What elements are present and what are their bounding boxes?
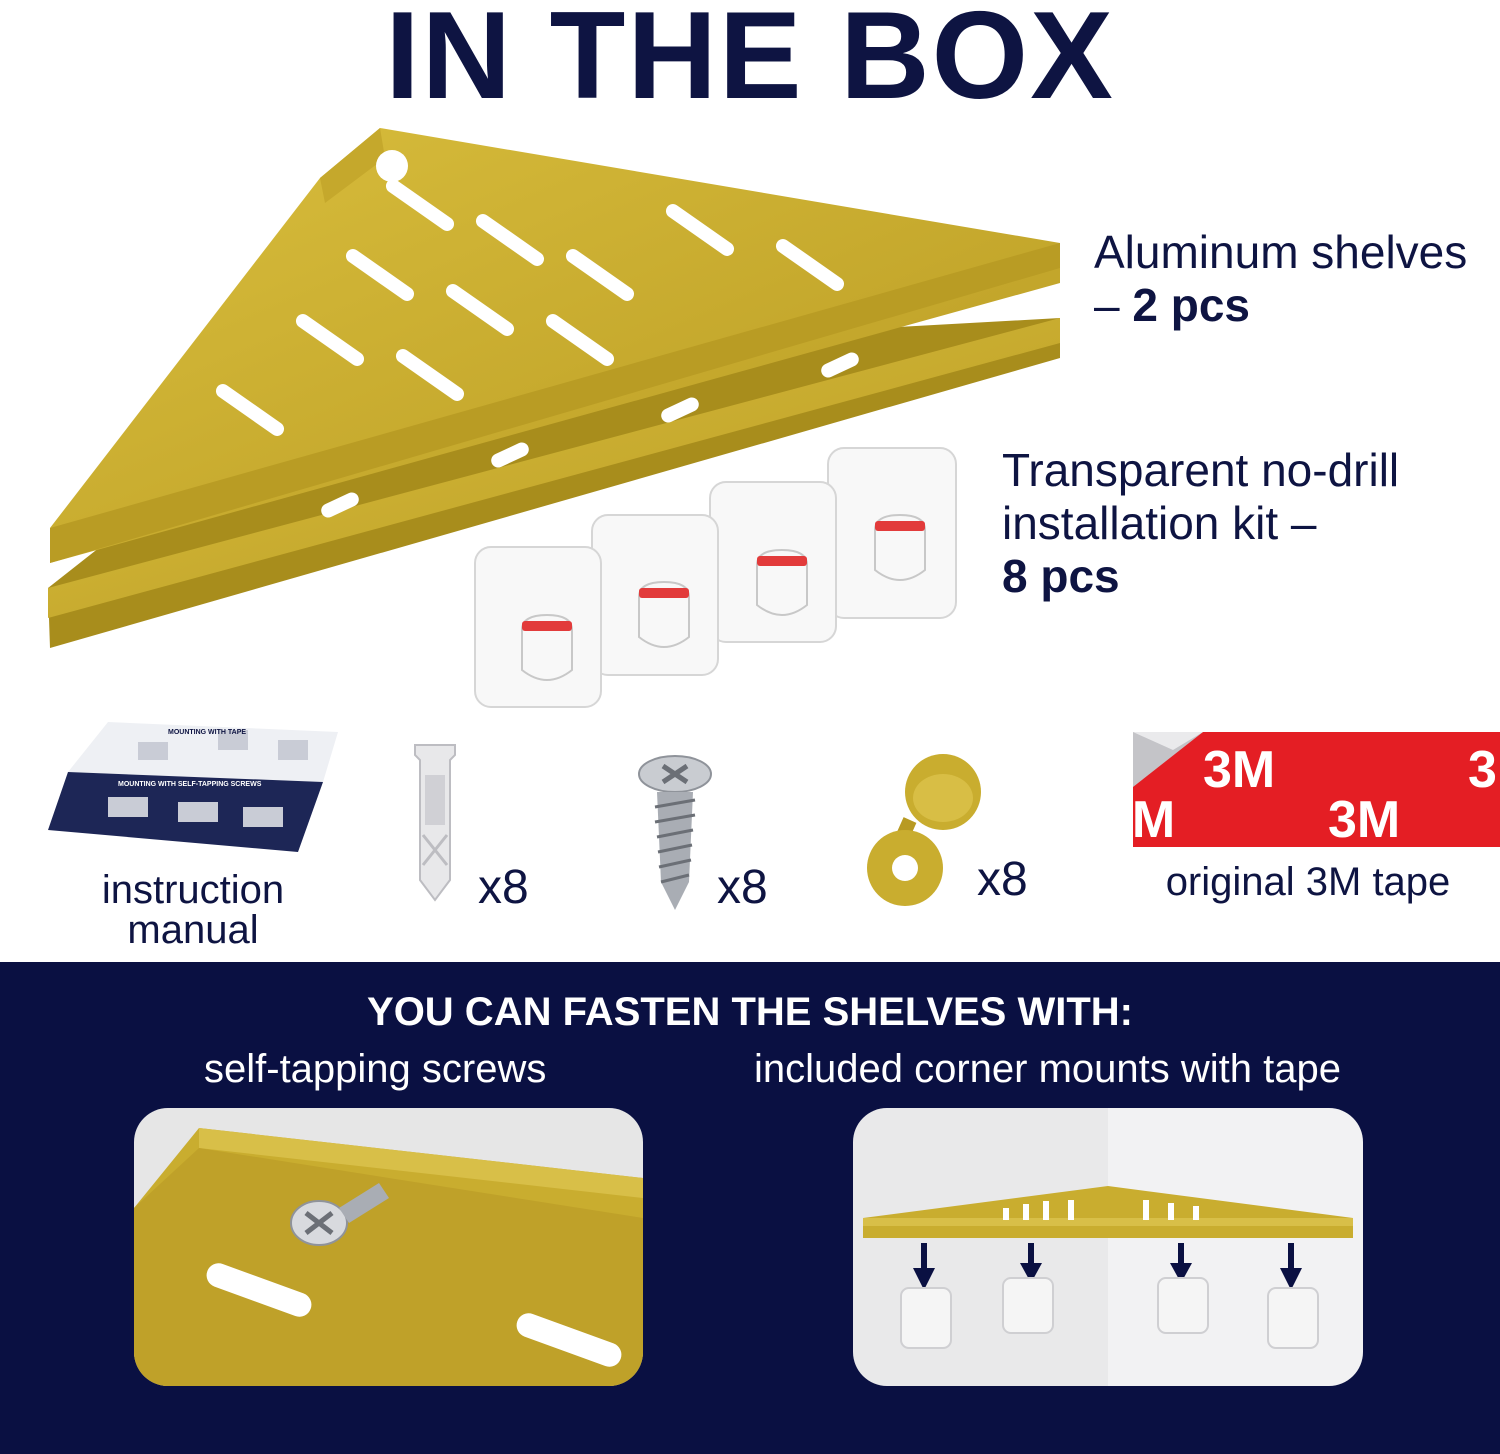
- tape-illustration: 3M 3M 3M 3M: [1133, 732, 1500, 847]
- kit-qty: 8 pcs: [1002, 550, 1120, 602]
- tape-brand-2: 3M: [1328, 791, 1400, 847]
- tape-brand-1: 3M: [1203, 741, 1275, 799]
- page-title: IN THE BOX: [385, 0, 1115, 125]
- tape-brand-4: 3M: [1133, 791, 1175, 847]
- mount-plates-illustration: [470, 445, 960, 715]
- fasten-heading: YOU CAN FASTEN THE SHELVES WITH:: [367, 990, 1133, 1034]
- anchors-count: x8: [478, 861, 529, 914]
- method-tape-label: included corner mounts with tape: [754, 1047, 1341, 1091]
- tape-mount-photo: [853, 1108, 1363, 1386]
- manual-sheet-bottom: MOUNTING WITH SELF-TAPPING SCREWS: [118, 781, 262, 788]
- manual-sheet-top: MOUNTING WITH TAPE: [168, 729, 246, 736]
- screw-cap-icon: [865, 750, 995, 910]
- shelves-text: Aluminum shelves –: [1094, 226, 1468, 331]
- kit-label: Transparent no-drill installation kit – …: [1002, 444, 1472, 603]
- kit-text: Transparent no-drill installation kit –: [1002, 444, 1400, 549]
- method-screws-label: self-tapping screws: [204, 1047, 547, 1091]
- screw-mount-photo: [134, 1108, 643, 1386]
- screw-icon: [635, 752, 715, 912]
- shelves-illustration: [40, 118, 1080, 658]
- screws-count: x8: [717, 861, 768, 914]
- shelves-label: Aluminum shelves – 2 pcs: [1094, 226, 1484, 332]
- wall-anchor-icon: [405, 735, 465, 905]
- manual-illustration: MOUNTING WITH TAPE MOUNTING WITH SELF-TA…: [48, 722, 338, 852]
- shelves-qty: 2 pcs: [1132, 279, 1251, 331]
- tape-brand-3: 3M: [1468, 741, 1500, 799]
- tape-label: original 3M tape: [1165, 860, 1451, 904]
- caps-count: x8: [977, 853, 1028, 906]
- manual-label: instruction manual: [101, 868, 285, 952]
